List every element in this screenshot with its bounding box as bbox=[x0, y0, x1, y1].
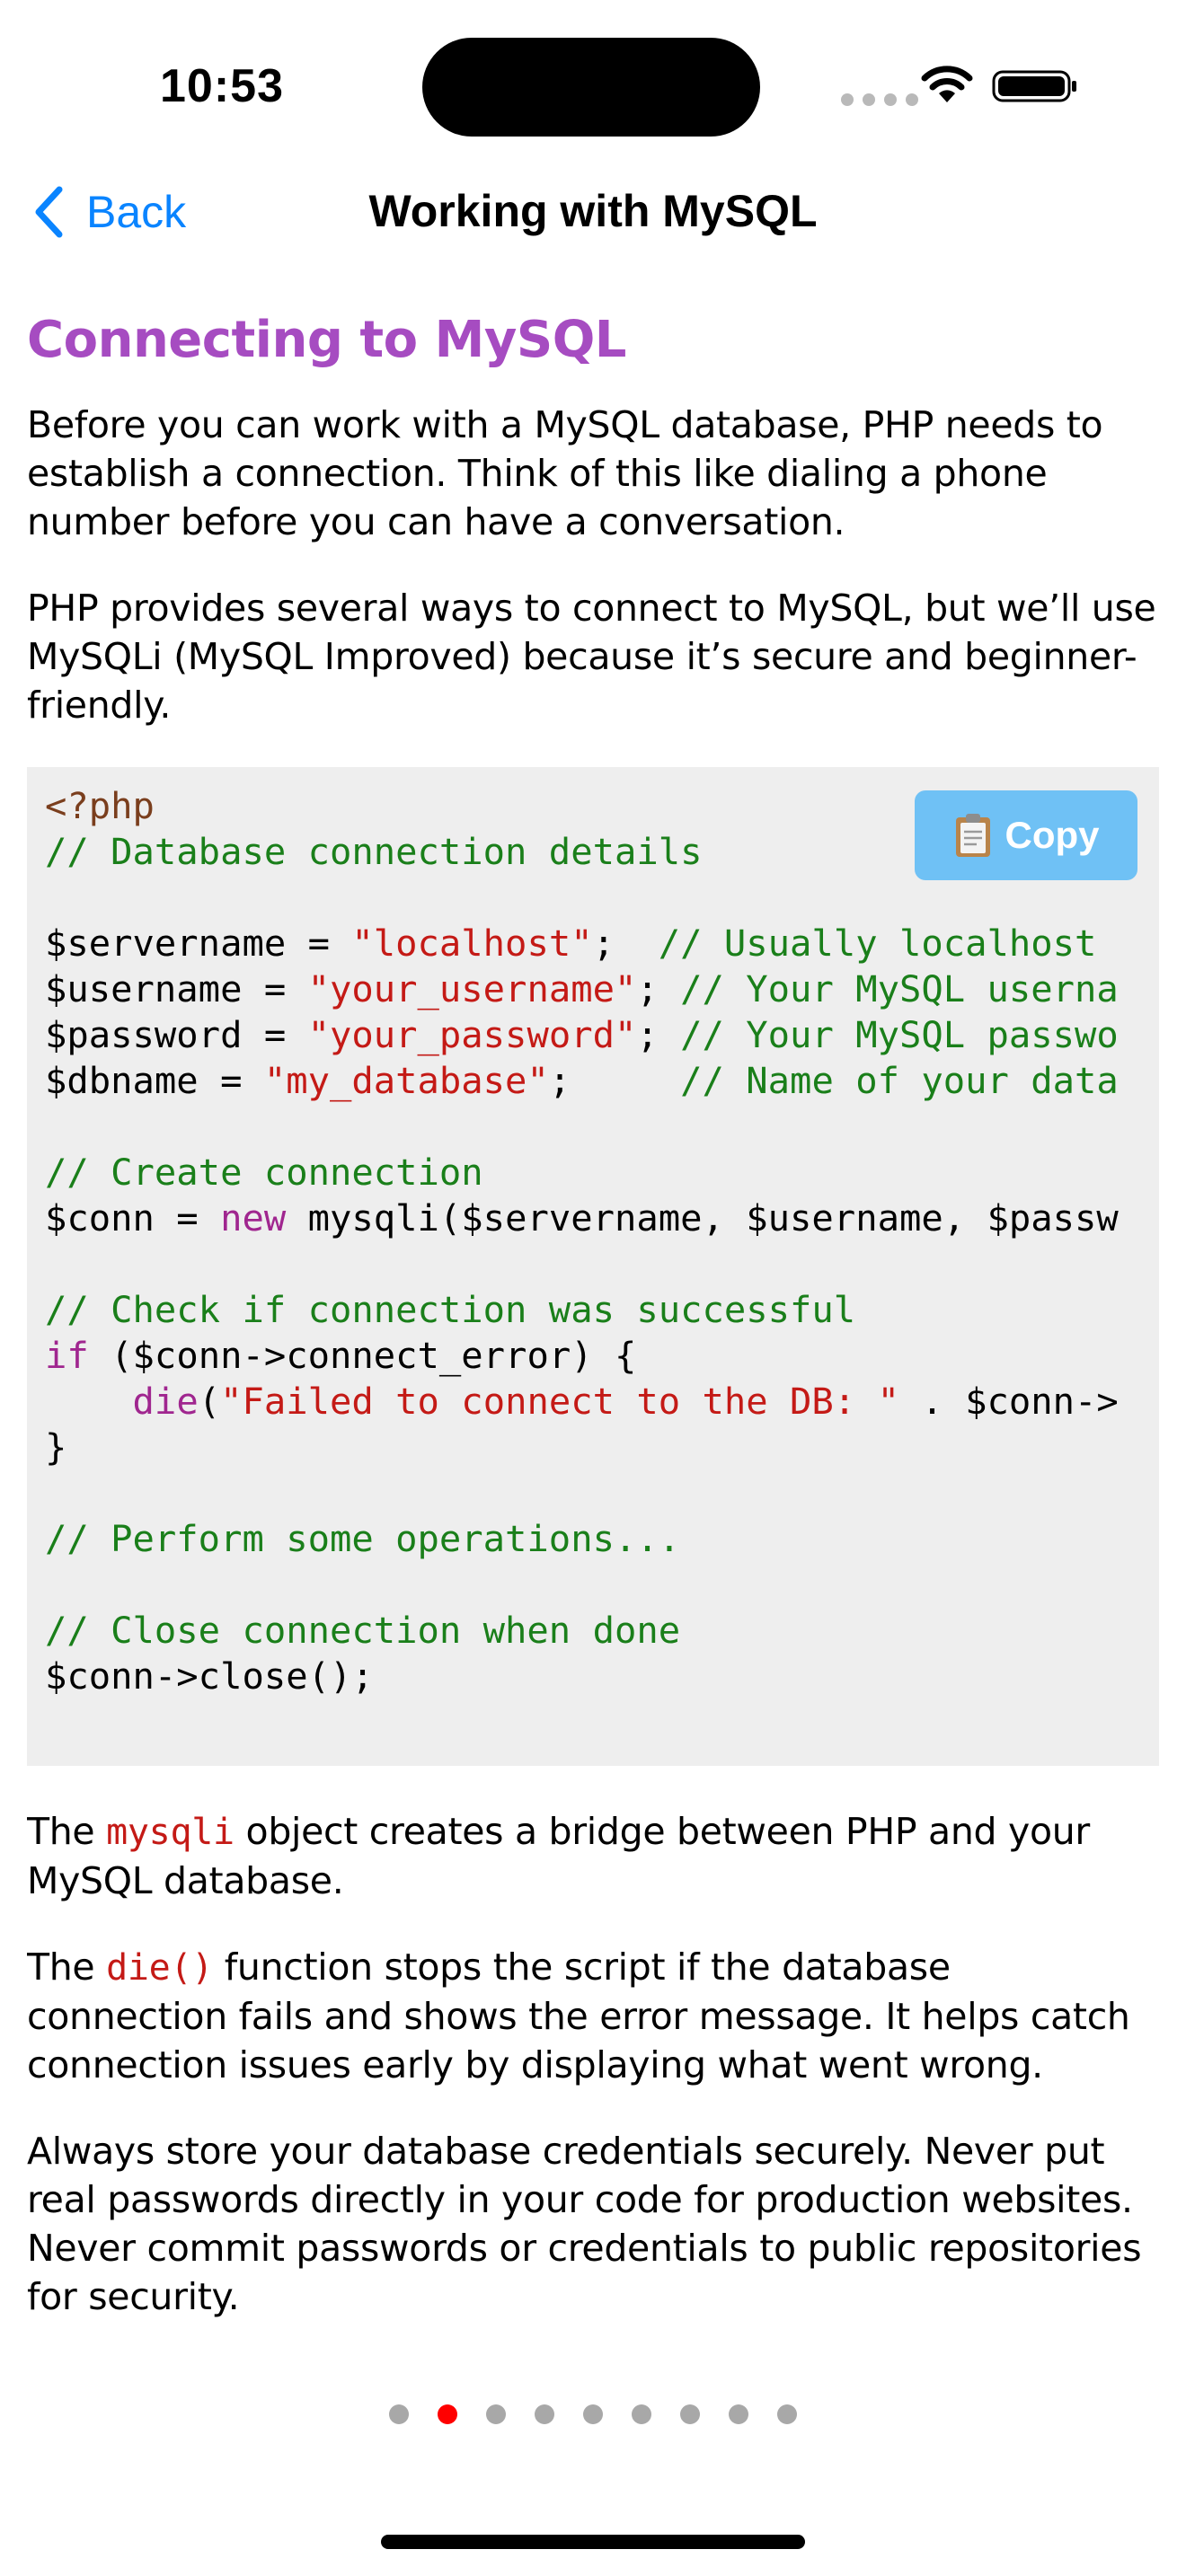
code-comment: // Create connection bbox=[45, 1151, 483, 1194]
section-title: Connecting to MySQL bbox=[27, 311, 626, 369]
inline-code-die: die() bbox=[106, 1947, 214, 1989]
code-string: "my_database" bbox=[263, 1059, 549, 1102]
content-fade bbox=[0, 2332, 1186, 2371]
code-keyword: die bbox=[132, 1380, 199, 1423]
credentials-paragraph: Always store your database credentials s… bbox=[27, 2130, 1142, 2318]
code-php-open: <?php bbox=[45, 784, 155, 827]
code-text: <?php // Database connection details $se… bbox=[45, 784, 1119, 1698]
code-var: $password = bbox=[45, 1013, 308, 1056]
page-indicator[interactable] bbox=[0, 2404, 1186, 2424]
intro-paragraph-2: PHP provides several ways to connect to … bbox=[27, 587, 1156, 727]
code-keyword: if bbox=[45, 1334, 89, 1377]
status-time: 10:53 bbox=[160, 60, 284, 112]
page-dot[interactable] bbox=[486, 2404, 506, 2424]
clipboard-icon bbox=[955, 814, 990, 857]
page-title: Working with MySQL bbox=[368, 186, 818, 236]
text-run: The bbox=[27, 1945, 107, 1989]
code-comment: // Name of your data bbox=[680, 1059, 1119, 1102]
code-text-run: $conn->close(); bbox=[45, 1654, 374, 1698]
dynamic-island bbox=[422, 38, 760, 137]
intro-paragraph-1: Before you can work with a MySQL databas… bbox=[27, 403, 1103, 543]
back-label: Back bbox=[86, 187, 187, 237]
text-run: function stops the script if the databas… bbox=[27, 1945, 1130, 2086]
back-button[interactable]: Back bbox=[31, 180, 186, 244]
page-dot[interactable] bbox=[389, 2404, 409, 2424]
page-dot[interactable] bbox=[729, 2404, 748, 2424]
copy-button[interactable]: Copy bbox=[915, 790, 1137, 880]
code-var: $username = bbox=[45, 967, 308, 1010]
code-string: "your_password" bbox=[307, 1013, 637, 1056]
code-var: $conn = bbox=[45, 1196, 221, 1239]
code-var: $servername = bbox=[45, 922, 352, 965]
code-comment: // Close connection when done bbox=[45, 1609, 681, 1652]
code-comment: // Database connection details bbox=[45, 830, 703, 873]
code-text-run: } bbox=[45, 1425, 67, 1469]
home-indicator[interactable] bbox=[381, 2535, 805, 2549]
code-string: "Failed to connect to the DB: " bbox=[220, 1380, 899, 1423]
code-comment: // Check if connection was successful bbox=[45, 1288, 856, 1331]
code-text-run: ($conn->connect_error) { bbox=[88, 1334, 637, 1377]
code-comment: // Usually localhost bbox=[658, 922, 1097, 965]
code-var: $dbname = bbox=[45, 1059, 264, 1102]
mysqli-paragraph: The mysqli object creates a bridge betwe… bbox=[27, 1807, 1159, 1905]
code-comment: // Your MySQL userna bbox=[680, 967, 1119, 1010]
code-text-run: mysqli($servername, $username, $passw bbox=[286, 1196, 1119, 1239]
page-dot[interactable] bbox=[680, 2404, 700, 2424]
text-run: object creates a bridge between PHP and … bbox=[27, 1810, 1090, 1902]
wifi-icon bbox=[921, 66, 973, 102]
copy-label: Copy bbox=[1005, 814, 1100, 856]
inline-code-mysqli: mysqli bbox=[106, 1812, 235, 1853]
code-block[interactable]: <?php // Database connection details $se… bbox=[27, 767, 1159, 1766]
page-dot[interactable] bbox=[535, 2404, 554, 2424]
text-run: The bbox=[27, 1810, 107, 1853]
code-string: "your_username" bbox=[307, 967, 637, 1010]
lesson-content[interactable]: Connecting to MySQL Before you can work … bbox=[27, 296, 1159, 2371]
code-text-run: . $conn-> bbox=[898, 1380, 1119, 1423]
battery-icon bbox=[992, 70, 1076, 102]
code-keyword: new bbox=[220, 1196, 287, 1239]
chevron-left-icon bbox=[35, 186, 63, 238]
code-string: "localhost" bbox=[351, 922, 593, 965]
code-comment: // Your MySQL passwo bbox=[680, 1013, 1119, 1056]
page-dot-active[interactable] bbox=[438, 2404, 457, 2424]
cellular-signal-icon bbox=[841, 93, 918, 106]
page-dot[interactable] bbox=[777, 2404, 797, 2424]
code-comment: // Perform some operations... bbox=[45, 1517, 681, 1560]
die-paragraph: The die() function stops the script if t… bbox=[27, 1943, 1159, 2089]
page-dot[interactable] bbox=[583, 2404, 603, 2424]
page-dot[interactable] bbox=[632, 2404, 651, 2424]
